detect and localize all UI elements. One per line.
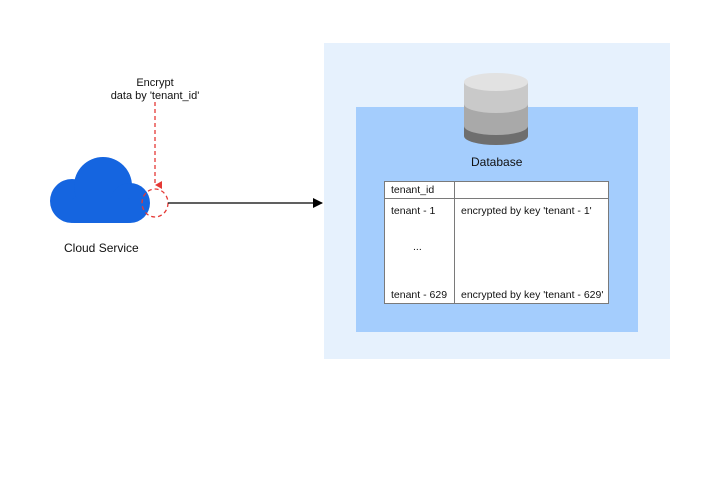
table-header-tenant-id: tenant_id (391, 184, 435, 196)
encrypt-annotation: Encrypt data by 'tenant_id' (95, 77, 215, 103)
annotation-line-2: data by 'tenant_id' (110, 90, 200, 102)
table-header-divider (385, 198, 608, 199)
table-row-value: encrypted by key 'tenant - 629' (461, 289, 604, 301)
annotation-line-1: Encrypt (136, 77, 174, 89)
table-row-key: tenant - 629 (391, 289, 448, 301)
table-row-value: encrypted by key 'tenant - 1' (461, 205, 592, 217)
table-row-ellipsis: ... (413, 241, 422, 253)
table-column-divider (454, 182, 455, 303)
cloud-service-label: Cloud Service (64, 241, 139, 255)
database-icon (464, 73, 528, 145)
database-label: Database (471, 155, 523, 169)
table-row-key: tenant - 1 (391, 205, 436, 217)
cloud-icon (50, 157, 150, 223)
tenant-table: tenant_id tenant - 1 encrypted by key 't… (384, 181, 609, 304)
